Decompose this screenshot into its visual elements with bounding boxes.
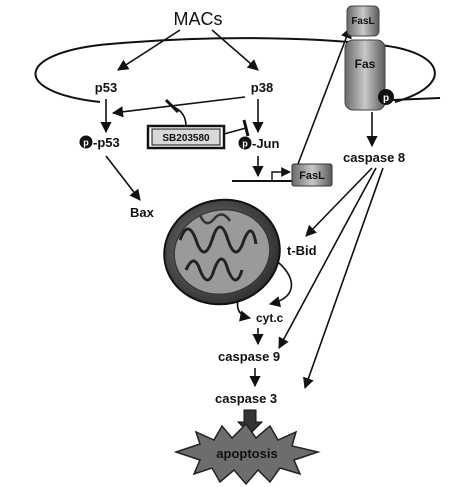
inhibit-bar-right — [244, 120, 248, 136]
mitochondrion — [154, 189, 289, 315]
node-sb203580: SB203580 — [162, 133, 210, 144]
inhibit-line-right — [224, 128, 246, 134]
phospho-label-p53: p — [83, 138, 89, 148]
node-caspase9: caspase 9 — [218, 349, 280, 364]
node-t-bid: t-Bid — [287, 243, 317, 258]
arrow-macs-p38 — [212, 30, 258, 70]
node-fasl-top: FasL — [351, 16, 374, 27]
promoter-arrow — [272, 172, 290, 181]
node-fas: Fas — [355, 57, 376, 71]
node-bax: Bax — [130, 205, 155, 220]
arrow-macs-p53 — [118, 30, 180, 70]
phospho-label-fas: p — [383, 93, 389, 104]
node-p53: p53 — [95, 80, 117, 95]
node-caspase8: caspase 8 — [343, 150, 405, 165]
node-p-p53: -p53 — [93, 135, 120, 150]
node-p-jun: -Jun — [252, 136, 280, 151]
arrow-pp53-bax — [106, 156, 140, 200]
phospho-label-jun: p — [242, 139, 248, 149]
node-p38: p38 — [251, 80, 273, 95]
title-macs: MACs — [174, 9, 223, 29]
node-fasl-gene: FasL — [299, 170, 325, 182]
cell-membrane-right — [392, 98, 440, 100]
arrow-cytc-release — [238, 300, 251, 318]
arrow-fasl-gene-ligand — [298, 28, 350, 164]
node-cyt-c: cyt.c — [256, 311, 284, 325]
node-caspase3: caspase 3 — [215, 391, 277, 406]
node-apoptosis: apoptosis — [216, 446, 277, 461]
arrow-casp8-casp9 — [279, 168, 376, 348]
